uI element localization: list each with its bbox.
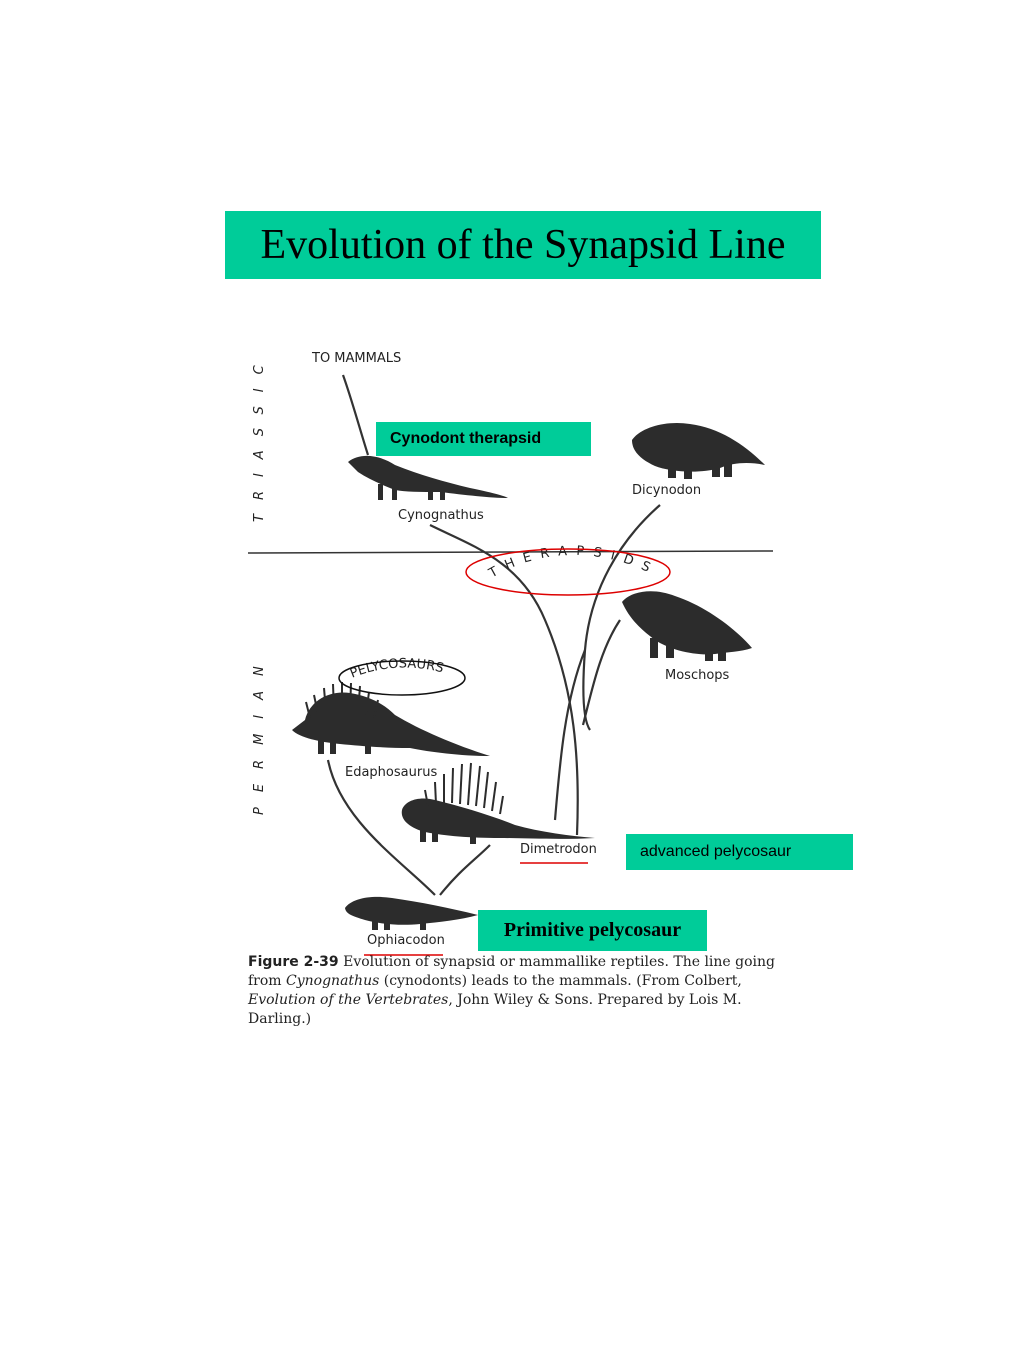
cynognathus-label: Cynognathus [398, 508, 484, 523]
ophiacodon-label: Ophiacodon [367, 933, 445, 948]
animal-silhouettes [292, 422, 765, 930]
dicynodon-label: Dicynodon [632, 483, 701, 498]
period-label-permian: PERMIAN [252, 651, 267, 815]
dicynodon-silhouette [632, 422, 765, 479]
edaphosaurus-silhouette [292, 682, 490, 756]
caption-italic-1: Cynognathus [286, 973, 380, 989]
branch-moschops [581, 619, 621, 726]
slide-title: Evolution of the Synapsid Line [260, 222, 786, 268]
pelycosaurs-highlight-oval [338, 660, 466, 696]
branch-therapsid-base [553, 649, 587, 821]
caption-italic-2: Evolution of the Vertebrates [248, 992, 449, 1008]
branch-dicynodon [582, 504, 661, 731]
branch-cynodont [429, 524, 579, 836]
branch-to-mammals [341, 374, 370, 456]
moschops-silhouette [622, 591, 752, 661]
triassic-label: TRIASSIC [252, 351, 267, 522]
cynognathus-silhouette [348, 455, 508, 500]
branch-edaphosaurus [326, 759, 436, 896]
caption-text-2: (cynodonts) leads to the mammals. (From … [379, 973, 742, 989]
therapsids-highlight-oval [465, 548, 671, 596]
permian-label: PERMIAN [252, 651, 267, 815]
period-divider [247, 550, 774, 554]
callout-primitive-pelycosaur: Primitive pelycosaur [478, 910, 707, 951]
caption-figure-number: Figure 2-39 [248, 954, 339, 970]
figure-caption: Figure 2-39 Evolution of synapsid or mam… [248, 953, 778, 1029]
lineage-branches [326, 374, 661, 896]
dimetrodon-label: Dimetrodon [520, 842, 597, 857]
caption-text-1: Evolution of synapsid or mammallike rept… [248, 954, 776, 989]
moschops-label: Moschops [665, 668, 730, 683]
dimetrodon-silhouette [401, 762, 595, 844]
edaphosaurus-label: Edaphosaurus [345, 765, 437, 780]
ophiacodon-silhouette [345, 896, 478, 930]
pelycosaurs-label-text: PELYCOSAURS [348, 656, 445, 681]
pelycosaurs-label: PELYCOSAURS [348, 656, 445, 681]
branch-dimetrodon-base [439, 844, 491, 896]
caption-text-3: , John Wiley & Sons. Prepared by Lois M.… [248, 992, 742, 1027]
period-label-triassic: TRIASSIC [252, 351, 267, 522]
to-mammals-label: TO MAMMALS [311, 351, 401, 366]
callout-advanced-pelycosaur: advanced pelycosaur [626, 834, 853, 870]
title-box: Evolution of the Synapsid Line [225, 211, 821, 279]
callout-cynodont-therapsid: Cynodont therapsid [376, 422, 591, 456]
